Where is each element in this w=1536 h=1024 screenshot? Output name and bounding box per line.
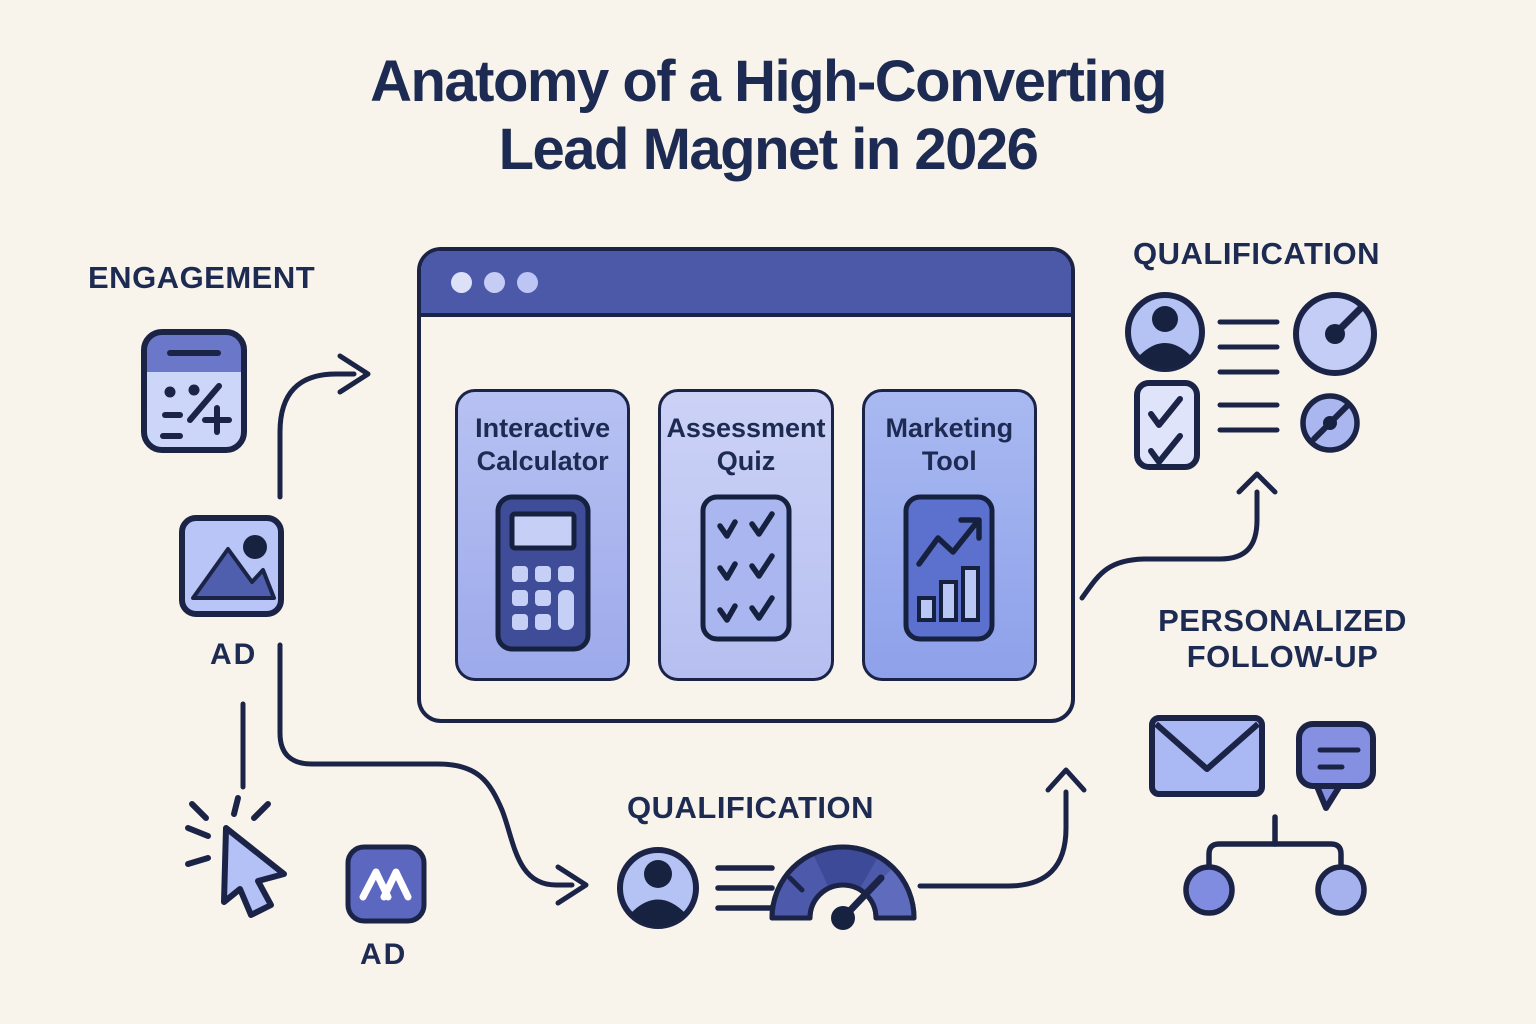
- card-title: Interactive Calculator: [475, 413, 611, 476]
- browser-header: [421, 251, 1071, 317]
- page-title: Anatomy of a High-Converting Lead Magnet…: [370, 49, 1167, 182]
- qualification-bottom-label: QUALIFICATION: [627, 790, 875, 825]
- ad-label-logo: AD: [360, 938, 408, 971]
- avatar-icon: [617, 847, 699, 929]
- envelope-icon: [1149, 715, 1265, 797]
- card-assessment-quiz: Assessment Quiz: [658, 389, 834, 681]
- ad-label-image: AD: [210, 638, 258, 671]
- card-title: Marketing Tool: [885, 413, 1014, 476]
- traffic-light-icon: [517, 271, 538, 293]
- qualification-top-label: QUALIFICATION: [1133, 236, 1381, 271]
- speedometer-icon: [769, 844, 917, 930]
- growth-chart-icon: [903, 494, 995, 642]
- traffic-light-icon: [451, 271, 472, 293]
- chat-bubble-icon: [1296, 721, 1376, 811]
- qualification-top-icons: [1125, 292, 1377, 470]
- calculator-icon: [141, 329, 247, 453]
- traffic-light-icon: [484, 271, 505, 293]
- calculator-keypad-icon: [495, 494, 591, 652]
- cursor-click-icon: [185, 795, 287, 918]
- checklist-sheet-icon: [700, 494, 792, 642]
- flowchart-icon: [1183, 814, 1367, 916]
- checklist-icon: [1134, 380, 1200, 470]
- arrow-engagement-to-browser: [277, 353, 371, 500]
- followup-icons: [1149, 715, 1376, 916]
- card-title: Assessment Quiz: [666, 413, 826, 476]
- qualification-bottom-icons: [617, 844, 917, 930]
- browser-window: Interactive Calculator: [417, 247, 1075, 723]
- ad-logo-icon: [345, 844, 427, 924]
- arrow-ad-to-qualification: [277, 642, 589, 906]
- text-lines-icon: [715, 865, 775, 911]
- card-interactive-calculator: Interactive Calculator: [455, 389, 631, 681]
- arrow-browser-to-qualification: [1079, 471, 1278, 601]
- avatar-icon: [1125, 292, 1205, 372]
- text-lines-icon: [1217, 402, 1280, 433]
- engagement-label: ENGAGEMENT: [88, 260, 316, 295]
- followup-label: PERSONALIZED FOLLOW-UP: [1158, 603, 1407, 674]
- image-ad-icon: [179, 515, 284, 617]
- text-lines-icon: [1217, 319, 1280, 375]
- gauge-icon: [1293, 292, 1377, 376]
- small-gauge-icon: [1300, 393, 1360, 453]
- arrow-qualification-up: [917, 767, 1087, 889]
- lead-magnet-cards: Interactive Calculator: [455, 389, 1037, 681]
- card-marketing-tool: Marketing Tool: [861, 389, 1037, 681]
